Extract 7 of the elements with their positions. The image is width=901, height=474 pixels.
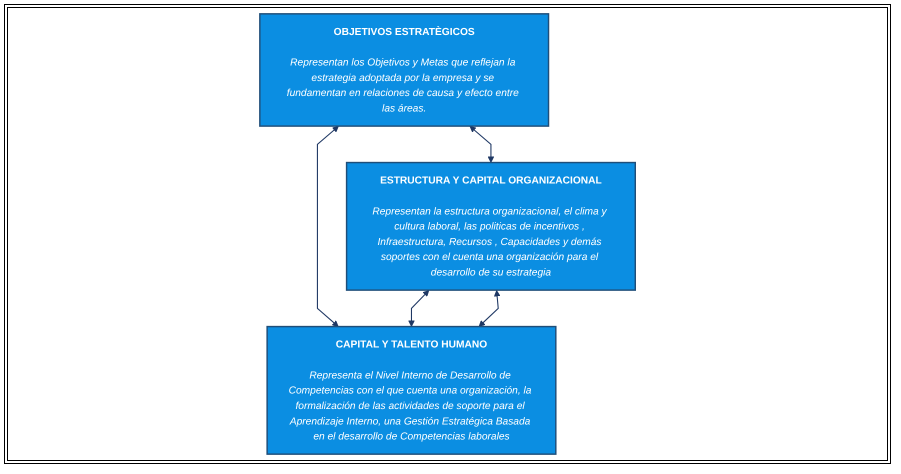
arrow xyxy=(478,290,500,327)
node-box: CAPITAL Y TALENTO HUMANO Representa el Nivel Interno de Desarrollo de Competencias con el que cuenta una organización, la formalización de las actividades de soporte para el Aprendizaje Interno, una Gestión Estratégica Basada en el desarrollo de Competencias laborales xyxy=(266,326,556,455)
arrow xyxy=(470,126,494,163)
node-box: OBJETIVOS ESTRATÈGICOS Representan los Objetivos y Metas que reflejan la estrategia adoptada por la empresa y se fundamentan en relaciones de causa y efecto entre las áreas. xyxy=(259,13,550,127)
node-box: ESTRUCTURA Y CAPITAL ORGANIZACIONAL Representan la estructura organizacional, el clima y cultura laboral, las politicas de incentivos , Infraestructura, Recursos , Capacidades y demás soportes con el cuenta una organización para el desarrollo de su estrategia xyxy=(346,162,636,291)
arrow xyxy=(408,290,430,327)
arrow xyxy=(316,126,339,327)
